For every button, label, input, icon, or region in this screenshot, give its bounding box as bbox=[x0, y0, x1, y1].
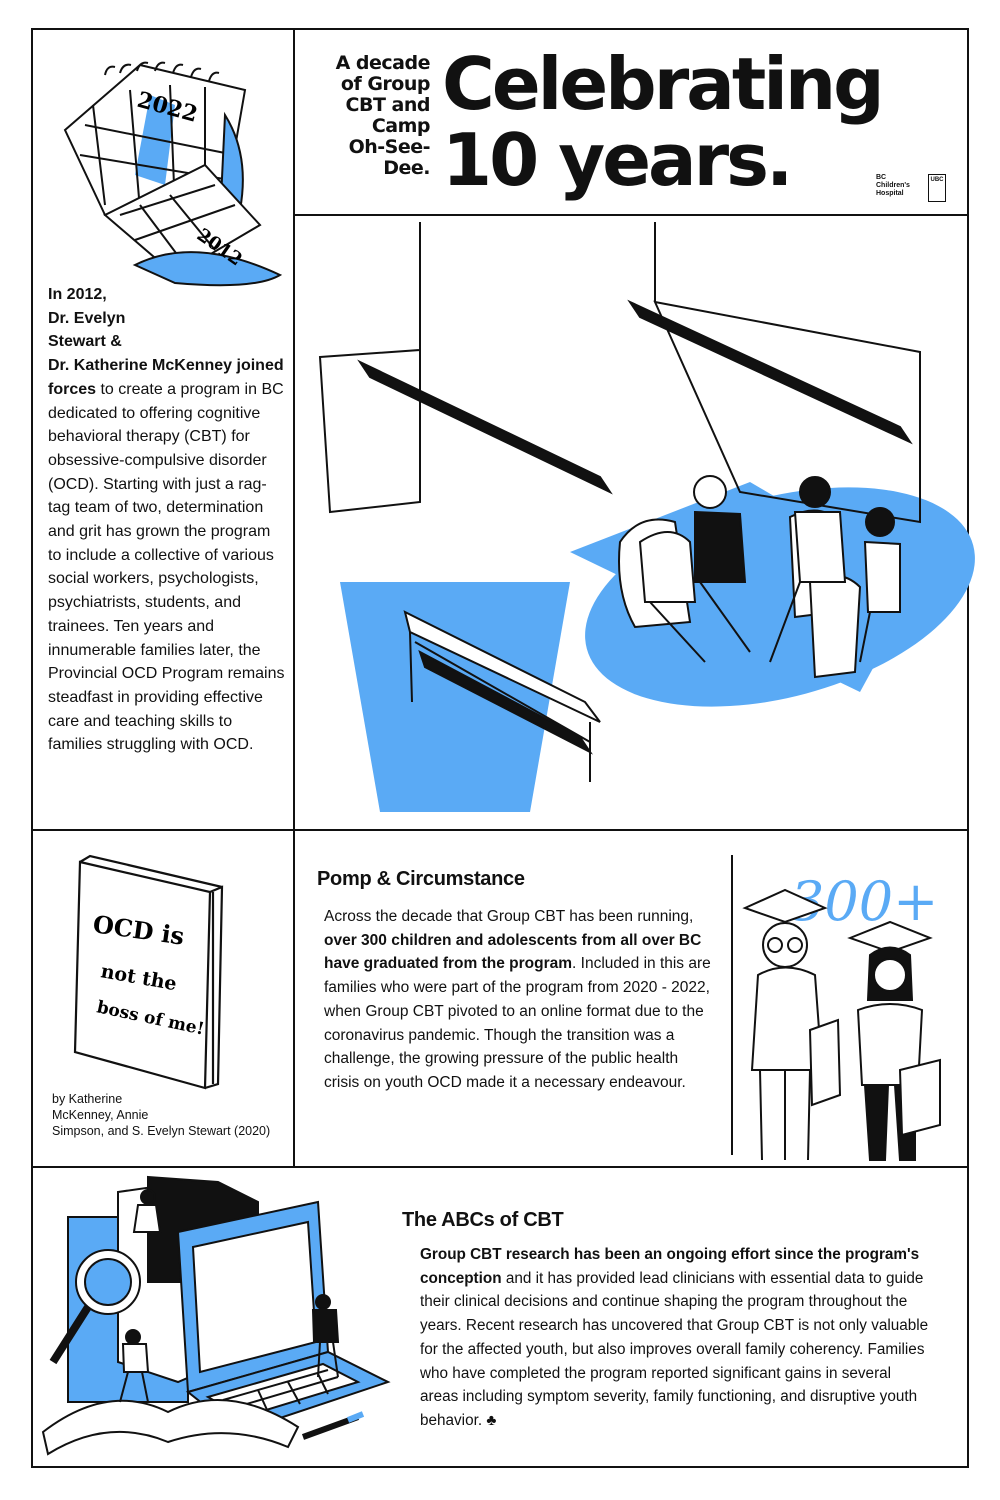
divider-vertical-top bbox=[293, 28, 295, 830]
page-title: Celebrating 10 years. bbox=[442, 42, 885, 202]
graduates-count-badge: 300+ bbox=[790, 870, 938, 933]
ubc-logo: UBC bbox=[928, 174, 946, 202]
calendar-illustration: 2022 2012 bbox=[63, 61, 283, 287]
book-illustration: OCD is not the boss of me! bbox=[73, 854, 224, 1090]
graduates-illustration: 300+ bbox=[742, 870, 941, 1161]
tree-icon: ♣ bbox=[482, 1411, 497, 1429]
divider-vertical-middle bbox=[293, 829, 295, 1167]
group-therapy-illustration bbox=[318, 222, 975, 812]
intro-paragraph: In 2012, Dr. Evelyn Stewart & Dr. Kather… bbox=[48, 286, 285, 754]
abc-paragraph: Group CBT research has been an ongoing e… bbox=[420, 1246, 929, 1429]
divider-bottom bbox=[31, 1166, 969, 1168]
pomp-paragraph: Across the decade that Group CBT has bee… bbox=[324, 908, 711, 1091]
pomp-heading: Pomp & Circumstance bbox=[317, 868, 525, 890]
pomp-side-divider bbox=[731, 855, 733, 1155]
divider-middle bbox=[31, 829, 969, 831]
divider-header bbox=[293, 214, 969, 216]
abc-heading: The ABCs of CBT bbox=[402, 1209, 564, 1231]
laptop-research-illustration bbox=[41, 1175, 391, 1456]
page-frame bbox=[31, 28, 969, 1468]
book-caption: by Katherine McKenney, Annie Simpson, an… bbox=[52, 1092, 271, 1138]
